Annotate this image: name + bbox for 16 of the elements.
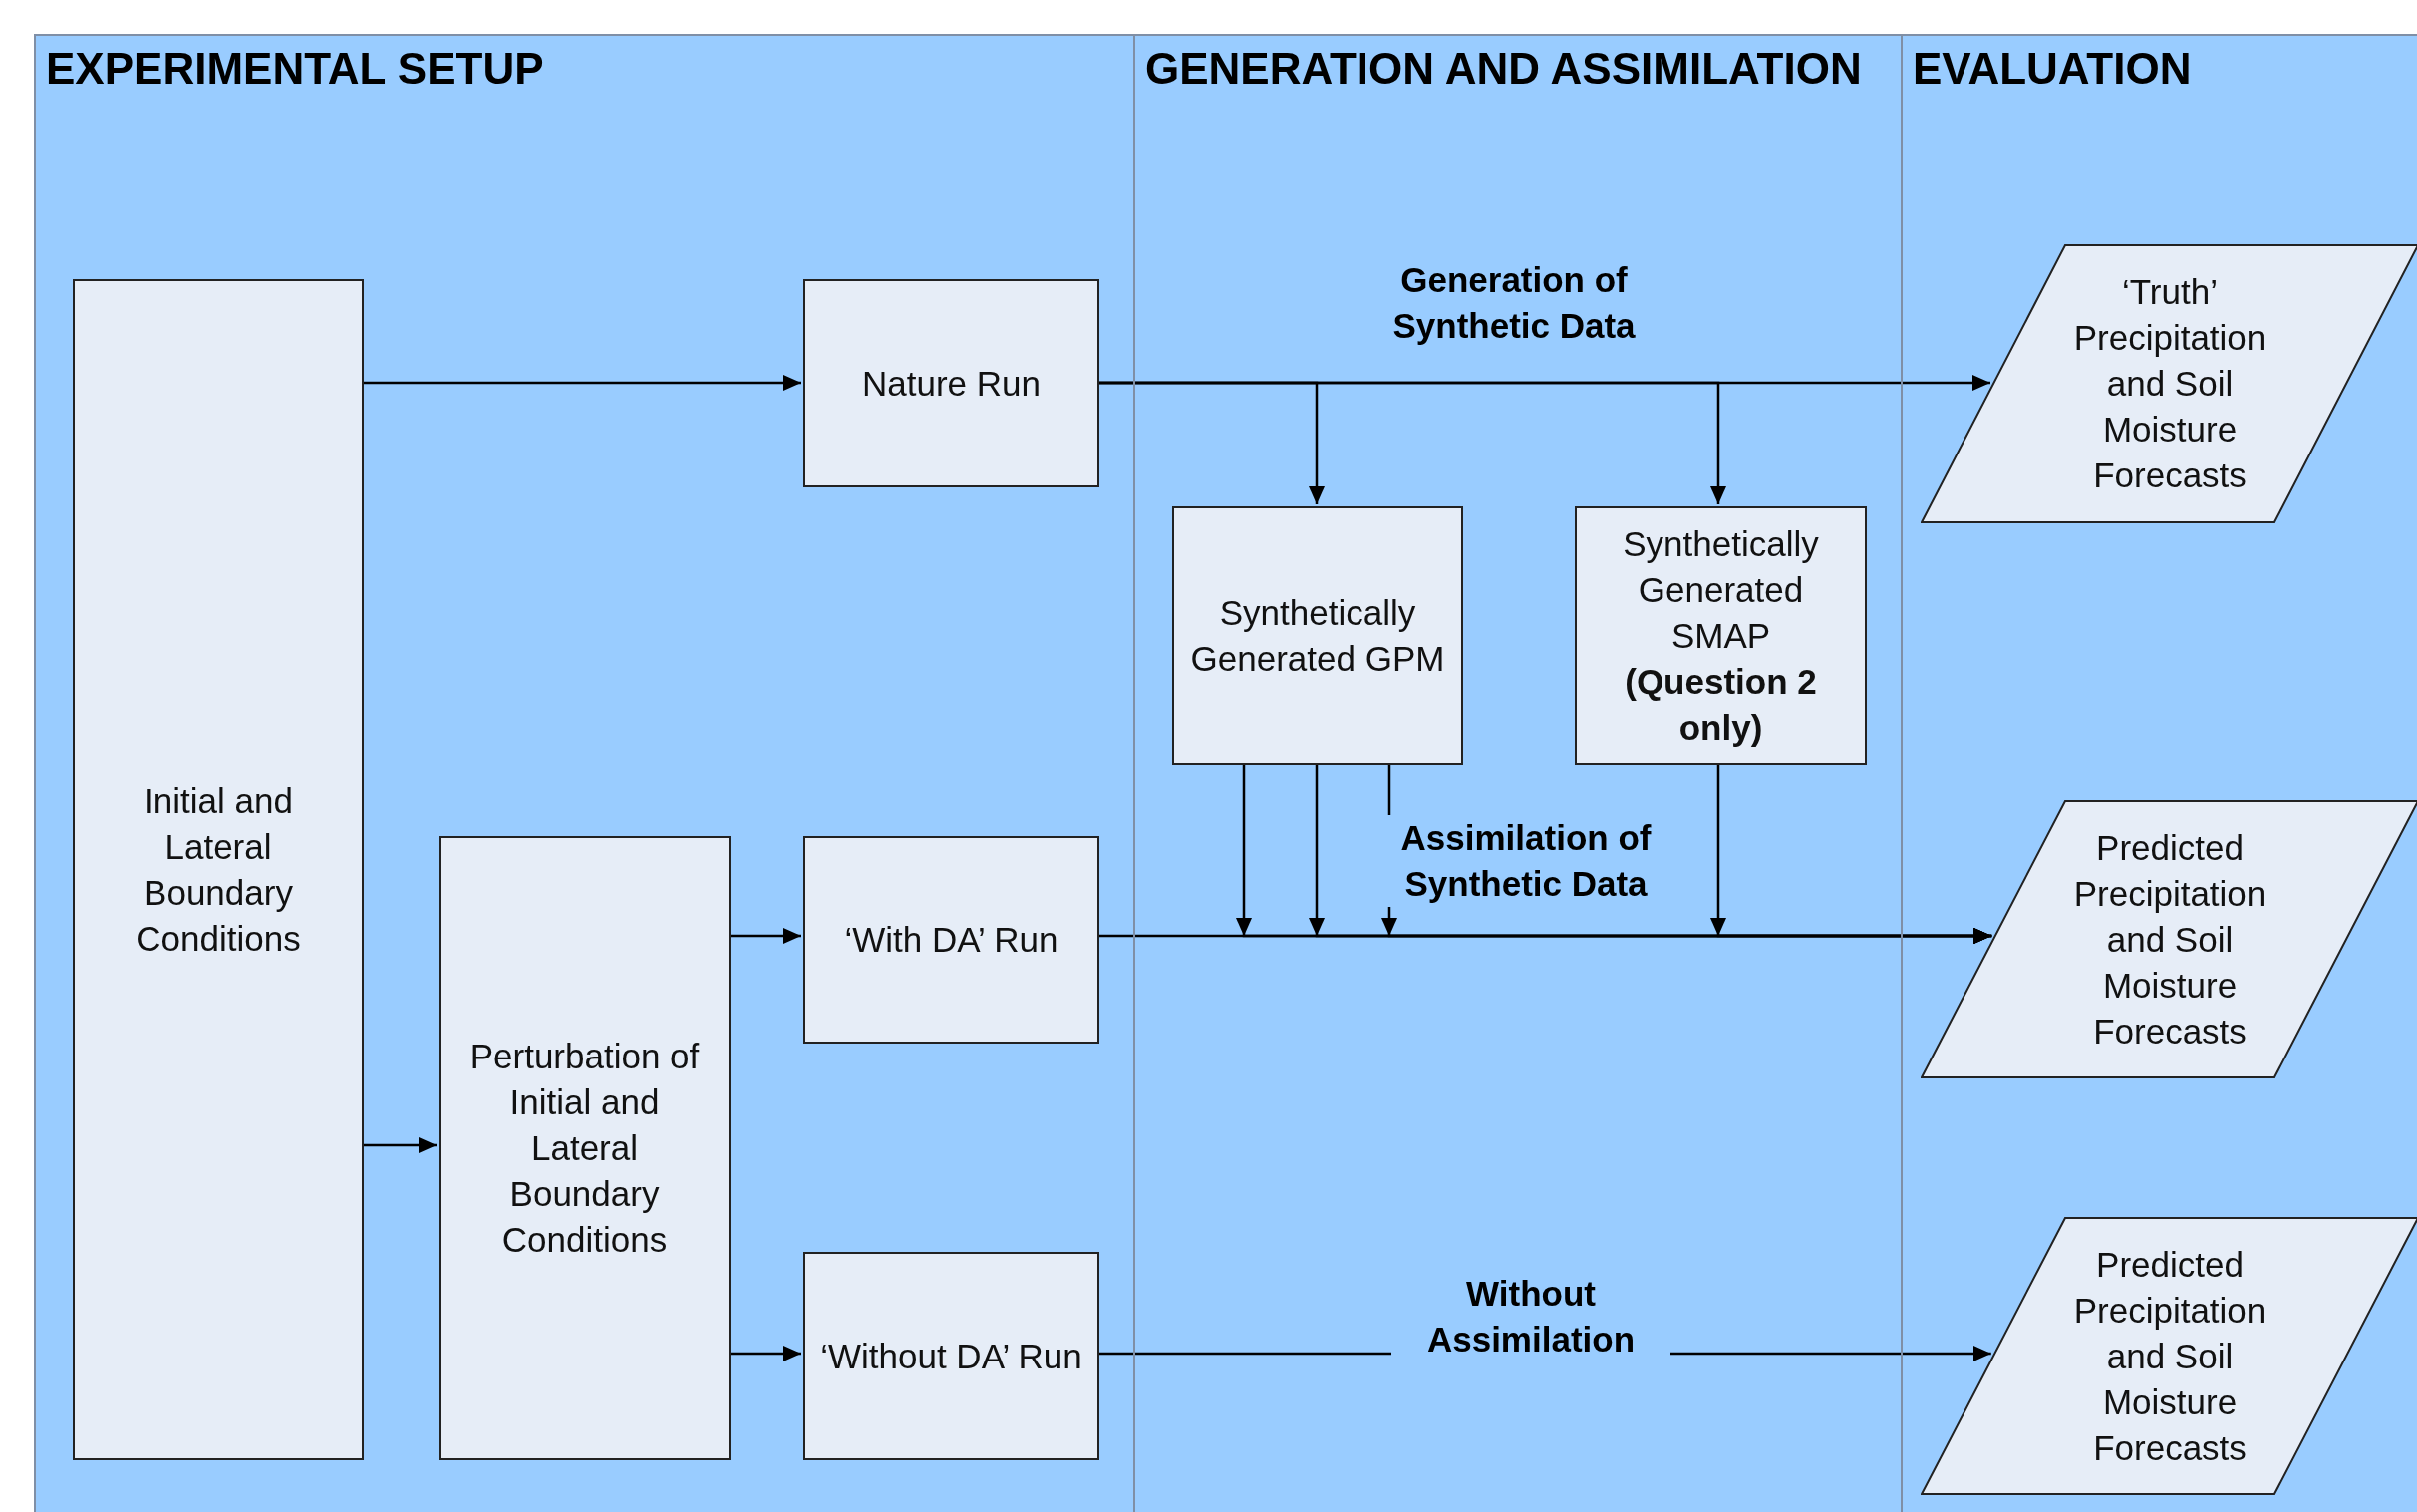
process-box: ‘With DA’ Run	[803, 836, 1099, 1044]
process-box: Initial and Lateral Boundary Conditions	[73, 279, 364, 1460]
column-heading: GENERATION AND ASSIMILATION	[1145, 43, 1863, 95]
process-box: Nature Run	[803, 279, 1099, 487]
output-text: Predicted Precipitation and Soil Moisture Forecasts	[2072, 826, 2267, 1053]
process-box: Synthetically Generated GPM	[1172, 506, 1463, 765]
column-band	[1901, 34, 2417, 1512]
column-heading: EXPERIMENTAL SETUP	[46, 43, 545, 95]
process-box: Perturbation of Initial and Lateral Boundary Conditions	[439, 836, 731, 1460]
process-box: Synthetically Generated SMAP (Question 2 only)	[1575, 506, 1867, 765]
column-heading: EVALUATION	[1913, 43, 2193, 95]
output-text: ‘Truth’ Precipitation and Soil Moisture Forecasts	[2072, 271, 2267, 496]
output-text: Predicted Precipitation and Soil Moisture Forecasts	[2072, 1243, 2267, 1469]
process-box: ‘Without DA’ Run	[803, 1252, 1099, 1460]
arrow	[1710, 763, 1992, 944]
column-band	[34, 34, 1133, 1512]
